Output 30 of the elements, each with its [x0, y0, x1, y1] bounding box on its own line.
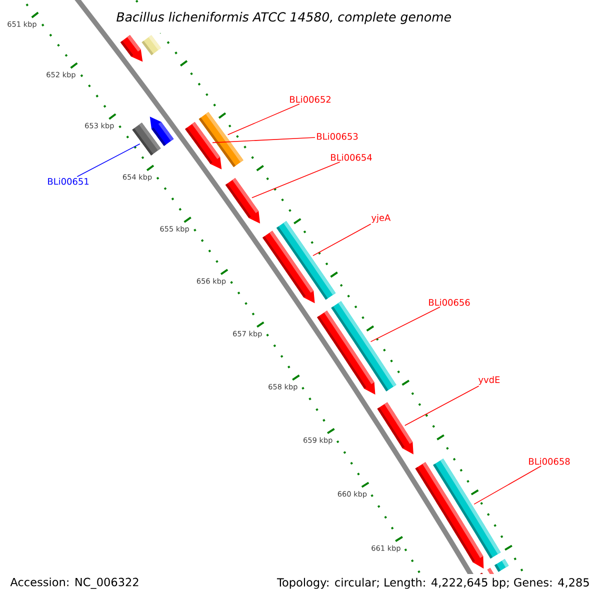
leader-line [370, 306, 440, 342]
gene-feature [142, 35, 162, 56]
leader-line [474, 466, 542, 505]
gene-feature [480, 568, 496, 574]
gene-feature [317, 310, 376, 395]
gene-feature [225, 178, 260, 224]
leader-line [252, 162, 340, 198]
leader-line [212, 137, 316, 144]
gene-feature [150, 116, 174, 146]
gene-feature [262, 230, 315, 304]
gene-label: BLi00651 [48, 178, 89, 185]
gene-label: BLi00658 [529, 458, 570, 465]
gene-label: BLi00654 [331, 154, 372, 161]
leader-line [404, 386, 480, 426]
gene-label: BLi00653 [317, 132, 358, 140]
genome-summary: Topology: circular; Length: 4,222,645 bp; Genes: 4,285 [276, 578, 589, 589]
title: Bacillus licheniformis ATCC 14580, complete genome [116, 12, 451, 24]
gene-label: BLi00656 [429, 298, 470, 306]
gene-feature [494, 559, 509, 572]
gene-feature [120, 35, 143, 62]
gene-feature [415, 462, 484, 569]
gene-label: yjeA [371, 214, 391, 223]
leader-line [312, 224, 372, 256]
leader-line [76, 143, 140, 178]
leader-line [227, 104, 300, 136]
gene-label: BLi00652 [290, 96, 330, 103]
accession-text: Accession: NC_006322 [9, 576, 140, 590]
gene-feature [185, 122, 222, 170]
gene-label: yvdE [478, 376, 500, 385]
gene-feature [377, 402, 414, 454]
